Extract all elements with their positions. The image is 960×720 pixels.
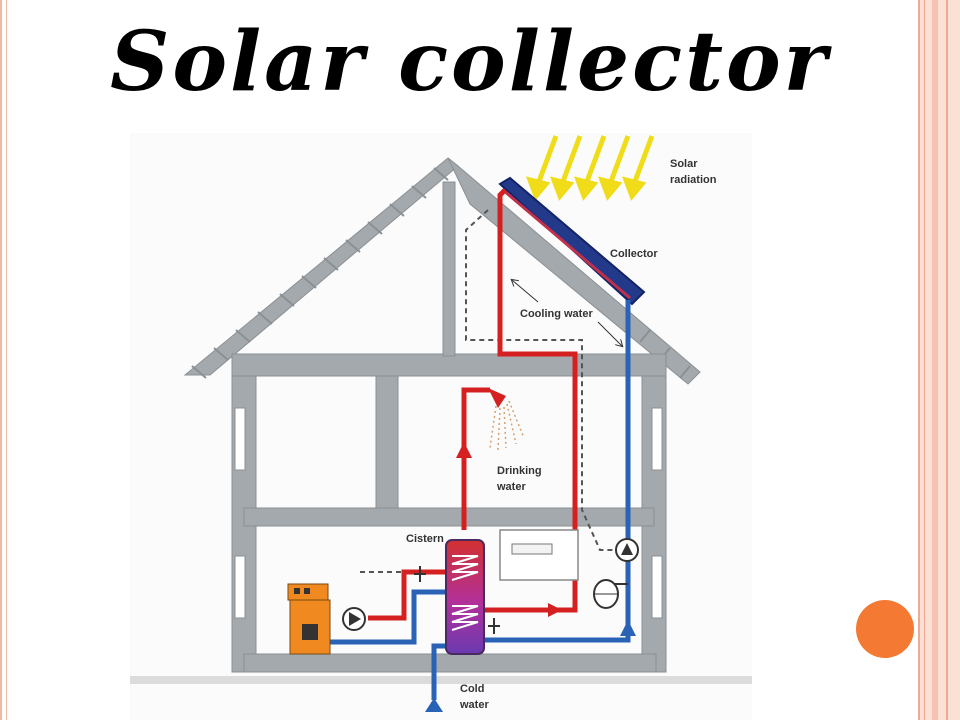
label-cold-water: Cold — [460, 683, 484, 695]
cold-inlet-arrow — [425, 698, 443, 712]
controller-box — [499, 529, 579, 581]
boiler — [287, 583, 331, 655]
tank-coil-lower — [451, 605, 479, 631]
label-solar-radiation: Solar — [670, 158, 698, 170]
right-border-band — [918, 0, 960, 720]
roof-tiles — [191, 167, 691, 379]
right-border-line — [924, 0, 925, 720]
label-collector: Collector — [610, 248, 658, 260]
slide-title: Solar collector — [110, 14, 830, 110]
pump-icon — [342, 538, 639, 631]
attic-beam — [231, 353, 667, 377]
ground-line — [130, 676, 752, 684]
hot-flow-arrow — [456, 442, 472, 458]
decorative-orange-circle — [856, 600, 914, 658]
roof — [183, 157, 701, 385]
valve-icon — [414, 566, 500, 634]
label-drinking-water: water — [496, 481, 526, 493]
attic-post — [442, 181, 456, 357]
cistern-tank — [445, 539, 485, 655]
cooling-water-pointer — [512, 280, 539, 303]
left-border-line — [0, 0, 2, 720]
hot-flow-arrow — [548, 603, 562, 617]
right-border-line — [946, 0, 948, 720]
cold-flow-arrow — [620, 620, 636, 636]
label-drinking-water: Drinking — [497, 465, 542, 477]
cold-pipes — [330, 300, 631, 700]
sun-rays — [525, 135, 655, 201]
tank-coil-upper — [451, 555, 479, 581]
left-border-line-inner — [6, 0, 7, 720]
right-border-line — [918, 0, 920, 720]
label-cold-water: water — [459, 699, 489, 711]
label-solar-radiation: radiation — [670, 174, 717, 186]
cooling-water-pointer — [597, 321, 622, 346]
label-cooling-water: Cooling water — [520, 308, 593, 320]
right-border-line — [932, 0, 938, 720]
expansion-vessel-icon — [593, 579, 628, 609]
shower-head — [488, 388, 525, 451]
collector-red-edge — [502, 188, 631, 300]
label-cistern: Cistern — [406, 533, 444, 545]
windows — [234, 407, 663, 619]
